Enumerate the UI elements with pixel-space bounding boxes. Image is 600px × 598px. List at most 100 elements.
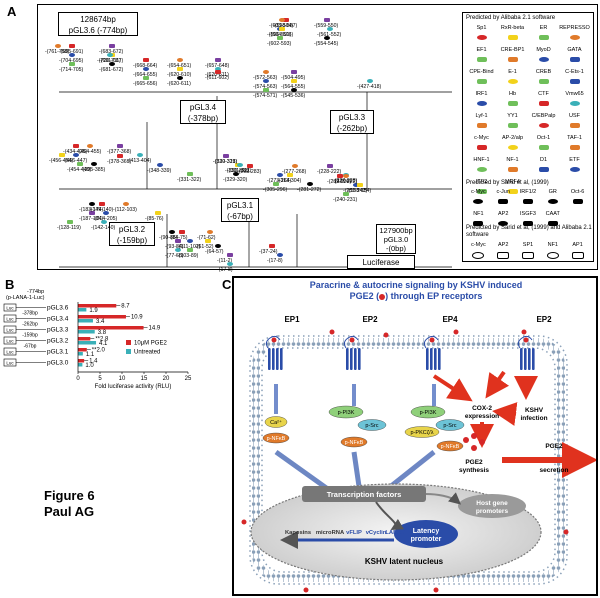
binding-site: -(572-563) xyxy=(253,75,278,81)
bar-untreated xyxy=(78,363,83,367)
bar-pge2 xyxy=(78,348,87,352)
panel-c-title-line1: Paracrine & autocrine signaling by KSHV … xyxy=(309,280,523,290)
binding-site: -(761-758) xyxy=(45,49,70,55)
binding-site: -(664-655) xyxy=(133,72,158,78)
tf-marker-icon xyxy=(215,70,221,74)
binding-site: -(620-610) xyxy=(167,72,192,78)
legend-item: MyoD xyxy=(528,47,559,69)
tf-marker-icon xyxy=(59,153,65,157)
legend-item: CREB xyxy=(528,69,559,91)
binding-site: -(273-264) xyxy=(267,178,292,184)
legend-shape-icon xyxy=(476,189,487,194)
tf-marker-icon xyxy=(117,144,123,148)
legend-shape-icon xyxy=(538,35,549,40)
tf-marker-icon xyxy=(177,76,183,80)
binding-site: -(456-447) xyxy=(63,158,88,164)
tf-marker-icon xyxy=(117,154,123,158)
legend-shape-icon xyxy=(473,221,484,226)
legend-shape-icon xyxy=(547,221,558,226)
tf-marker-icon xyxy=(177,67,183,71)
binding-site: -(228-222) xyxy=(317,169,342,175)
legend-shape-icon xyxy=(507,189,518,194)
bar-pge2 xyxy=(78,326,144,330)
binding-site: -(559-550) xyxy=(314,23,339,29)
legend-label: NF-1 xyxy=(506,157,519,163)
value-pge2: 8.7 xyxy=(121,304,130,310)
tf-marker-icon xyxy=(179,230,185,234)
binding-site: -(574-563) xyxy=(253,84,278,90)
tf-marker-icon xyxy=(279,18,285,22)
binding-site: -(103-89) xyxy=(177,253,199,259)
binding-site: -(111-102) xyxy=(177,244,201,250)
tf-marker-icon xyxy=(207,230,213,234)
legend-item: c-Jun xyxy=(491,189,516,211)
legend-label: C/EBPalp xyxy=(531,113,556,119)
binding-site: -(377-368) xyxy=(107,149,132,155)
tf-marker-icon xyxy=(263,79,269,83)
legend-shape-icon xyxy=(476,79,487,84)
molecule-label: p-NFκB xyxy=(267,436,286,442)
receptor-1: EP1 xyxy=(265,315,300,370)
binding-site: -(714-705) xyxy=(59,67,84,73)
tf-marker-icon xyxy=(155,211,161,215)
tf-marker-icon xyxy=(109,44,115,48)
legend-item: EF1 xyxy=(466,47,497,69)
legend-label: HNF-1 xyxy=(473,157,490,163)
latency-promoter xyxy=(394,520,458,548)
tf-marker-icon xyxy=(205,239,211,243)
tf-marker-icon xyxy=(137,153,143,157)
binding-site: -(330-321) xyxy=(225,168,250,174)
construct-box-pgl36: 128674bp pGL3.6 (-774bp) xyxy=(58,12,138,36)
binding-site: -(668-664) xyxy=(133,63,158,69)
construct-name: pGL3.6 (-774bp) xyxy=(68,26,128,35)
legend-shape-icon xyxy=(569,57,580,62)
binding-site: -(395-385) xyxy=(81,167,106,173)
binding-site: -(691-687) xyxy=(99,58,124,64)
pge2-dot-icon xyxy=(379,293,386,300)
binding-site: -(149-140) xyxy=(89,207,114,213)
tf-marker-icon xyxy=(215,244,221,248)
construct-label: pGL3.6 xyxy=(47,305,69,312)
legend-label: Sp1 xyxy=(476,25,487,31)
tf-marker-icon xyxy=(69,44,75,48)
bar-untreated xyxy=(78,352,83,356)
legend-shape-icon xyxy=(507,57,518,62)
binding-site: -(71-62) xyxy=(197,235,216,241)
figure-author: Paul AG xyxy=(44,504,95,519)
luciferase-box: Luciferase xyxy=(347,255,415,269)
tf-marker-icon xyxy=(143,67,149,71)
legend-item: AP2 xyxy=(491,211,516,233)
construct-box-pgl31: pGL3.1 (-67bp) xyxy=(221,198,259,222)
binding-site: -(84-75) xyxy=(169,235,188,241)
legend-item: AP-2/alp xyxy=(497,135,528,157)
tf-marker-icon xyxy=(233,172,239,176)
legend-shape-icon xyxy=(538,57,549,62)
construct-bp: -378bp xyxy=(22,311,38,317)
value-untreated: 3.4 xyxy=(96,319,105,325)
legend-label: Oct-1 xyxy=(536,135,551,141)
legend-item: Lyf-1 xyxy=(466,113,497,135)
receptor-2: EP2 xyxy=(343,315,378,370)
receptor-label: EP2 xyxy=(362,315,378,324)
binding-site: -(277-268) xyxy=(282,169,307,175)
legend-title-1: Predicted by Alibaba 2.1 software xyxy=(466,15,556,21)
binding-site: -(239-230) xyxy=(327,179,352,185)
tf-marker-icon xyxy=(283,18,289,22)
binding-site: -(163-154) xyxy=(347,188,372,194)
legend-title-2: Predicted by Sarid et al, (1999) xyxy=(466,180,549,186)
bar-untreated xyxy=(78,319,93,323)
molecule-label: p-PI3K xyxy=(420,410,437,416)
host-gene-label: promoters xyxy=(476,508,509,515)
signaling-molecule xyxy=(404,426,440,438)
signaling-molecule xyxy=(357,419,387,431)
binding-site: -(602-593) xyxy=(267,41,292,47)
binding-site: -(598-587) xyxy=(273,23,298,29)
construct-bp: -159bp xyxy=(22,333,38,339)
luciferase-label: Luciferase xyxy=(362,258,400,267)
molecule-label: p-Src xyxy=(443,423,456,429)
tf-marker-icon xyxy=(277,36,283,40)
gene-label: microRNA xyxy=(316,530,345,536)
binding-site: -(183-174) xyxy=(79,207,104,213)
